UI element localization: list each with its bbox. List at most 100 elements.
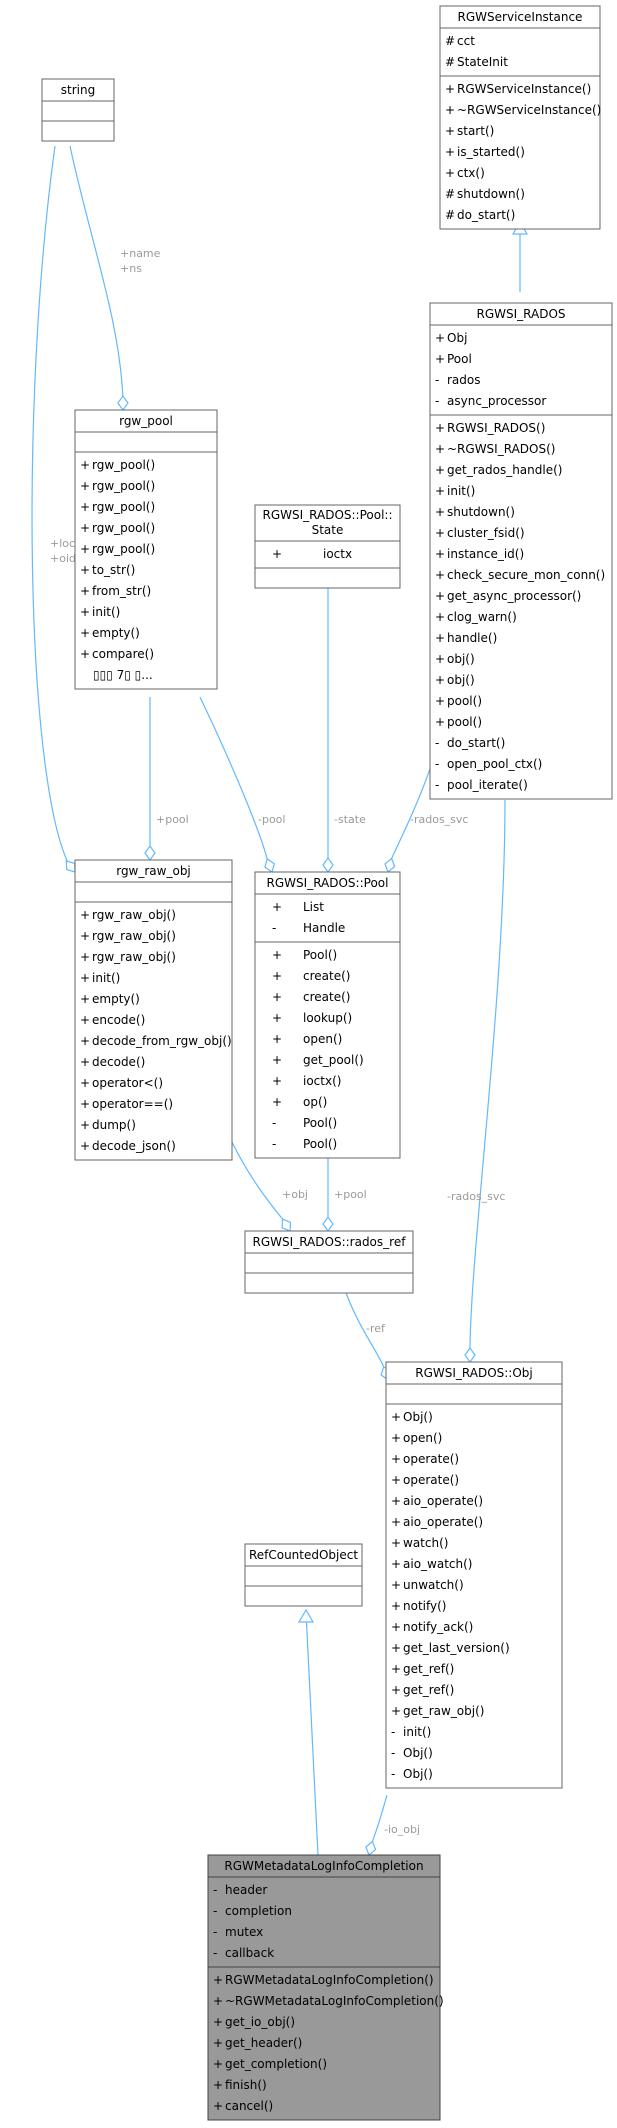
member-visibility: +: [80, 1013, 90, 1027]
member-visibility: +: [272, 1032, 282, 1046]
method-name: aio_watch(): [403, 1557, 472, 1571]
member-visibility: +: [213, 1973, 223, 1987]
member-visibility: +: [435, 421, 445, 435]
class-string[interactable]: string: [41, 78, 115, 142]
method-name: rgw_raw_obj(): [92, 908, 176, 922]
composition-diamond-icon: [464, 1346, 476, 1364]
attribute-name: Handle: [303, 921, 345, 935]
method-name: pool(): [447, 715, 482, 729]
relation-label: +ns: [120, 262, 142, 275]
class-rados-pool[interactable]: RGWSI_RADOS::Pool+List-Handle+Pool()+cre…: [254, 871, 401, 1159]
method-name: Pool(): [303, 948, 337, 962]
member-visibility: +: [391, 1452, 401, 1466]
class-rgwsi-rados[interactable]: RGWSI_RADOS+Obj+Pool-rados-async_process…: [429, 302, 613, 800]
member-visibility: +: [80, 605, 90, 619]
member-visibility: +: [80, 626, 90, 640]
relation-label: -state: [334, 813, 366, 826]
relation-line: [345, 1292, 386, 1371]
composition-diamond-icon: [144, 844, 156, 862]
method-name: ~RGWServiceInstance(): [457, 103, 601, 117]
method-name: Pool(): [303, 1137, 337, 1151]
member-visibility: +: [391, 1494, 401, 1508]
method-name: dump(): [92, 1118, 136, 1132]
class-box: [254, 871, 401, 1159]
method-name: empty(): [92, 992, 140, 1006]
class-completion[interactable]: RGWMetadataLogInfoCompletion-header-comp…: [207, 1854, 444, 2121]
member-visibility: -: [272, 1137, 276, 1151]
member-visibility: -: [213, 1904, 217, 1918]
relation-edges: +name+ns+loc+oid+pool-pool-state-rados_s…: [31, 145, 529, 1857]
member-visibility: +: [80, 563, 90, 577]
member-visibility: +: [445, 82, 455, 96]
method-name: operate(): [403, 1473, 459, 1487]
member-visibility: -: [272, 1116, 276, 1130]
method-name: shutdown(): [447, 505, 515, 519]
method-name: instance_id(): [447, 547, 524, 561]
member-visibility: -: [435, 778, 439, 792]
class-title: RGWSI_RADOS::Pool::: [262, 508, 392, 522]
composition-diamond-icon: [117, 394, 129, 412]
class-box: [244, 1543, 363, 1607]
method-name: rgw_pool(): [92, 500, 155, 514]
class-rgw-raw-obj[interactable]: rgw_raw_obj+rgw_raw_obj()+rgw_raw_obj()+…: [74, 859, 233, 1161]
member-visibility: +: [272, 1053, 282, 1067]
class-rgw-pool[interactable]: rgw_pool+rgw_pool()+rgw_pool()+rgw_pool(…: [74, 409, 218, 690]
composition-diamond-icon: [384, 857, 396, 873]
method-name: ~RGWMetadataLogInfoCompletion(): [225, 1994, 444, 2008]
class-title: RGWSI_RADOS::rados_ref: [253, 1235, 407, 1249]
method-name: from_str(): [92, 584, 151, 598]
class-rados-ref[interactable]: RGWSI_RADOS::rados_ref: [244, 1230, 414, 1294]
member-visibility: +: [435, 484, 445, 498]
member-visibility: +: [272, 990, 282, 1004]
method-name: check_secure_mon_conn(): [447, 568, 605, 582]
class-box: [41, 78, 115, 142]
class-title: RGWSI_RADOS: [476, 307, 565, 321]
relation-rados-pool-to-rados-ref: +pool: [322, 1152, 367, 1233]
member-visibility: +: [80, 1034, 90, 1048]
method-name: RGWServiceInstance(): [457, 82, 591, 96]
class-pool-state[interactable]: RGWSI_RADOS::Pool::State+ioctx: [254, 504, 401, 589]
relation-line: [69, 145, 124, 401]
relation-label: +oid: [50, 552, 76, 565]
composition-diamond-icon: [281, 1218, 292, 1232]
member-visibility: +: [213, 2078, 223, 2092]
method-name: get_completion(): [225, 2057, 327, 2071]
member-visibility: +: [391, 1704, 401, 1718]
method-name: unwatch(): [403, 1578, 464, 1592]
method-name: decode_from_rgw_obj(): [92, 1034, 232, 1048]
member-visibility: +: [272, 969, 282, 983]
method-name: ctx(): [457, 166, 485, 180]
class-box: [385, 1361, 563, 1789]
method-name: get_async_processor(): [447, 589, 581, 603]
method-name: watch(): [403, 1536, 448, 1550]
relation-rgwsi-rados-to-rados-obj: -rados_svc: [447, 799, 506, 1364]
method-name: get_ref(): [403, 1683, 454, 1697]
method-name: init(): [92, 605, 120, 619]
member-visibility: +: [435, 673, 445, 687]
relation-line: [305, 1611, 319, 1856]
member-visibility: +: [391, 1620, 401, 1634]
member-visibility: +: [391, 1599, 401, 1613]
member-visibility: +: [213, 2057, 223, 2071]
method-name: decode_json(): [92, 1139, 176, 1153]
class-ref-counted[interactable]: RefCountedObject: [244, 1543, 363, 1607]
method-name: init(): [92, 971, 120, 985]
member-visibility: -: [272, 921, 276, 935]
member-visibility: +: [80, 950, 90, 964]
member-visibility: +: [80, 971, 90, 985]
method-name: start(): [457, 124, 494, 138]
class-title: RefCountedObject: [249, 1548, 358, 1562]
method-name: empty(): [92, 626, 140, 640]
class-svc-instance[interactable]: RGWServiceInstance#cct#StateInit+RGWServ…: [439, 5, 601, 230]
relation-label: +pool: [156, 813, 189, 826]
method-name: handle(): [447, 631, 497, 645]
class-box: [254, 504, 401, 589]
member-visibility: +: [80, 908, 90, 922]
attribute-name: header: [225, 1883, 267, 1897]
attribute-name: async_processor: [447, 394, 546, 408]
member-visibility: -: [391, 1767, 395, 1781]
class-rados-obj[interactable]: RGWSI_RADOS::Obj+Obj()+open()+operate()+…: [385, 1361, 563, 1789]
method-name: rgw_pool(): [92, 542, 155, 556]
relation-rgw-raw-obj-to-rados-ref: +obj: [229, 1137, 308, 1232]
